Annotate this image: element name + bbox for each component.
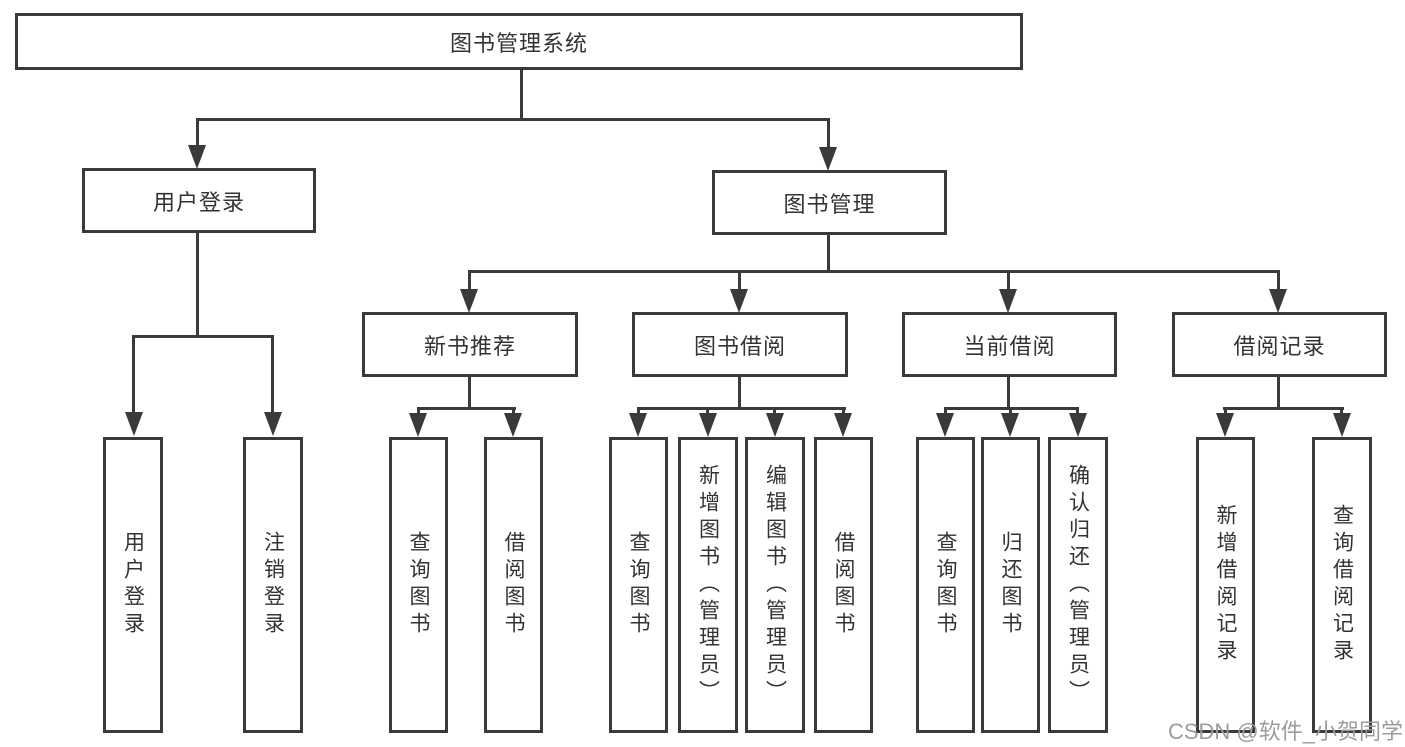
arrow-down-icon: [1333, 413, 1351, 437]
connector-line: [1007, 270, 1010, 290]
arrow-down-icon: [264, 412, 282, 436]
arrow-down-icon: [1001, 413, 1019, 437]
connector-line: [1277, 377, 1280, 407]
arrow-down-icon: [629, 413, 647, 437]
node-label: 图书管理系统: [449, 30, 588, 56]
node-label: 归还图书: [999, 531, 1022, 639]
connector-line: [944, 407, 947, 415]
node-label: 新增图书（管理员）: [696, 463, 720, 707]
node-label: 查询图书: [407, 531, 430, 639]
leaf-borrow-add-books-admin: 新增图书（管理员）: [678, 437, 738, 733]
connector-line: [196, 118, 830, 121]
connector-line: [842, 407, 845, 415]
connector-line: [706, 407, 709, 415]
arrow-down-icon: [834, 413, 852, 437]
connector-line: [738, 270, 741, 290]
node-book-borrowing: 图书借阅: [632, 312, 848, 377]
arrow-down-icon: [504, 413, 522, 437]
leaf-records-add-borrow-record: 新增借阅记录: [1196, 437, 1255, 733]
arrow-down-icon: [699, 413, 717, 437]
node-user-login: 用户登录: [82, 168, 316, 233]
connector-line: [773, 407, 776, 415]
arrow-down-icon: [460, 289, 478, 313]
arrow-down-icon: [1069, 413, 1087, 437]
connector-line: [417, 407, 420, 415]
node-label: 新书推荐: [423, 333, 516, 359]
node-library-system: 图书管理系统: [15, 13, 1023, 70]
node-label: 用户登录: [121, 531, 145, 639]
connector-line: [827, 118, 830, 150]
connector-line: [637, 407, 846, 410]
leaf-current-confirm-return-admin: 确认归还（管理员）: [1048, 437, 1108, 733]
arrow-down-icon: [999, 289, 1017, 313]
arrow-down-icon: [125, 412, 143, 436]
leaf-recommend-borrow-books: 借阅图书: [484, 437, 543, 733]
leaf-recommend-query-books: 查询图书: [389, 437, 448, 733]
arrow-down-icon: [188, 145, 206, 169]
connector-line: [132, 335, 274, 338]
connector-line: [196, 118, 199, 148]
leaf-current-query-books: 查询图书: [916, 437, 975, 733]
leaf-records-query-borrow-record: 查询借阅记录: [1312, 437, 1372, 733]
connector-line: [468, 270, 1280, 273]
connector-line: [512, 407, 515, 415]
leaf-logout: 注销登录: [243, 437, 303, 733]
connector-line: [468, 270, 471, 290]
node-label: 用户登录: [152, 189, 245, 215]
connector-line: [271, 335, 274, 413]
node-label: 查询图书: [627, 531, 650, 639]
connector-line: [1009, 407, 1012, 415]
leaf-user-login: 用户登录: [103, 437, 163, 733]
node-new-book-recommend: 新书推荐: [362, 312, 578, 377]
leaf-borrow-query-books: 查询图书: [609, 437, 668, 733]
node-label: 编辑图书（管理员）: [763, 463, 787, 707]
node-label: 借阅图书: [832, 531, 855, 639]
arrow-down-icon: [730, 289, 748, 313]
node-current-borrowing: 当前借阅: [902, 312, 1117, 377]
connector-line: [468, 377, 471, 407]
watermark: CSDN @软件_小贺同学: [1167, 719, 1403, 744]
connector-line: [738, 377, 741, 407]
node-label: 查询图书: [934, 531, 957, 639]
node-label: 图书借阅: [693, 333, 786, 359]
connector-line: [1277, 270, 1280, 290]
node-label: 图书管理: [783, 191, 876, 217]
connector-line: [1223, 407, 1344, 410]
node-label: 借阅记录: [1233, 333, 1326, 359]
node-label: 新增借阅记录: [1214, 504, 1237, 666]
node-label: 当前借阅: [963, 333, 1056, 359]
connector-line: [827, 235, 830, 270]
connector-line: [132, 335, 135, 413]
node-label: 查询借阅记录: [1330, 504, 1354, 666]
connector-line: [1224, 407, 1227, 415]
connector-line: [1340, 407, 1343, 415]
node-borrowing-records: 借阅记录: [1172, 312, 1387, 377]
arrow-down-icon: [409, 413, 427, 437]
connector-line: [417, 407, 516, 410]
leaf-current-return-books: 归还图书: [981, 437, 1040, 733]
connector-line: [1007, 377, 1010, 407]
node-label: 借阅图书: [502, 531, 525, 639]
connector-line: [520, 70, 523, 118]
node-label: 注销登录: [261, 531, 285, 639]
arrow-down-icon: [936, 413, 954, 437]
connector-line: [1076, 407, 1079, 415]
connector-line: [196, 233, 199, 335]
node-label: 确认归还（管理员）: [1066, 463, 1090, 707]
arrow-down-icon: [1269, 289, 1287, 313]
arrow-down-icon: [819, 147, 837, 171]
connector-line: [637, 407, 640, 415]
leaf-borrow-borrow-books: 借阅图书: [814, 437, 873, 733]
leaf-borrow-edit-books-admin: 编辑图书（管理员）: [745, 437, 805, 733]
node-book-management: 图书管理: [712, 170, 947, 235]
arrow-down-icon: [1216, 413, 1234, 437]
arrow-down-icon: [766, 413, 784, 437]
